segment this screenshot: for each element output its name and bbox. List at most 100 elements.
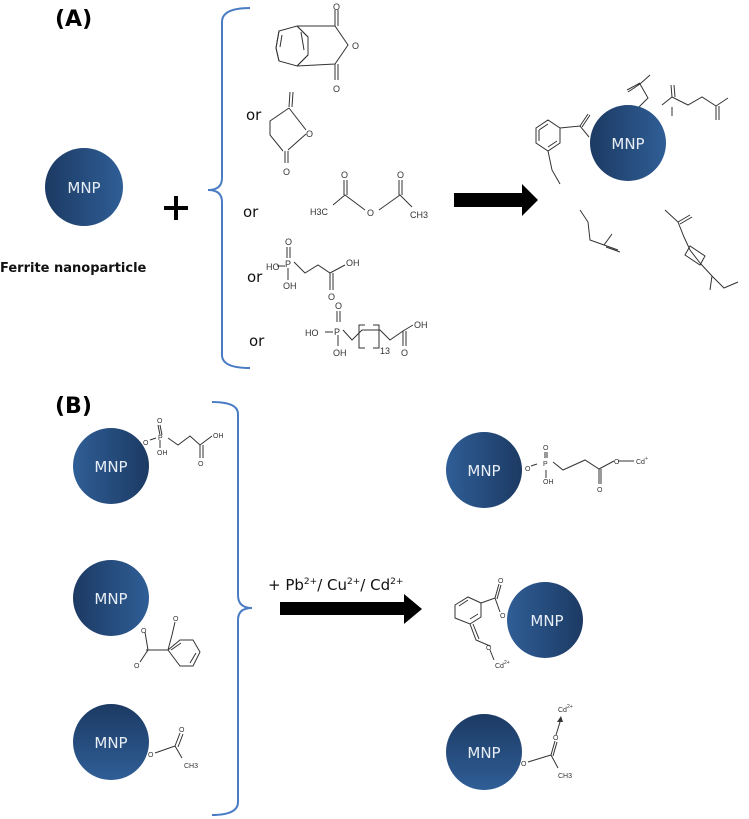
atom-label: O	[486, 645, 492, 652]
reactant-mnp-phthalate: MNP O O O	[73, 560, 201, 670]
atom-label: O	[285, 237, 292, 247]
functionalized-mnp-product: MNP	[535, 74, 739, 291]
atom-label: OH	[283, 281, 297, 291]
reactant-brace	[211, 401, 253, 816]
particle-label: MNP	[94, 734, 127, 752]
particle-caption: Ferrite nanoparticle	[0, 261, 147, 276]
atom-label: O	[352, 41, 359, 51]
atom-label: OH	[213, 433, 224, 440]
reagent-phosphonopropionic-acid: O HO P OH OH O	[266, 237, 360, 302]
atom-label: OH	[157, 450, 168, 457]
or-label: or	[247, 268, 263, 286]
or-label: or	[249, 332, 265, 350]
atom-label: OH	[346, 258, 360, 268]
particle-circle	[590, 105, 666, 181]
or-label: or	[246, 106, 262, 124]
atom-label: O	[141, 628, 147, 635]
atom-label: O	[283, 167, 290, 177]
product-mnp-phthalate-cd: MNP O O O Cd2+	[454, 578, 583, 670]
atom-label: O	[148, 752, 154, 759]
panel-b: (B) MNP O O P OH OH O MNP O O O MNP O	[55, 394, 648, 816]
atom-label: OH	[333, 348, 347, 358]
product-mnp-acetate-cd: MNP O O CH3 Cd2+	[446, 704, 573, 790]
reagent-acetic-anhydride: O O O H3C CH3	[310, 170, 428, 220]
atom-label: O	[335, 301, 342, 311]
or-label: or	[243, 203, 259, 221]
reagent-phosphonohexadecanoic-acid: O HO P OH 13 OH O	[305, 301, 428, 358]
metal-charge: 2+	[567, 704, 573, 710]
atom-label: O	[179, 727, 185, 734]
atom-label: CH3	[410, 210, 428, 220]
atom-label: O	[173, 616, 179, 623]
subscript-label: 13	[380, 346, 390, 356]
atom-label: HO	[266, 262, 280, 272]
atom-label: O	[157, 418, 163, 425]
reagent-part: + Pb	[268, 576, 304, 594]
atom-label: P	[285, 259, 291, 269]
atom-label: O	[521, 761, 527, 768]
atom-label: O	[597, 487, 603, 494]
metal-charge: +	[645, 456, 648, 462]
charge-sup: 2+	[347, 577, 360, 587]
reagent-brace	[207, 7, 251, 369]
atom-label: O	[397, 170, 404, 180]
atom-label: O	[143, 440, 149, 447]
atom-label: O	[328, 292, 335, 302]
atom-label: O	[333, 2, 340, 12]
metal-symbol: Cd	[495, 663, 504, 670]
particle-circle	[45, 148, 123, 226]
panel-a: (A) MNP Ferrite nanoparticle O O O or or…	[0, 2, 739, 369]
reagent-part: / Cu	[317, 576, 347, 594]
particle-circle	[73, 704, 149, 780]
metal-charge: 2+	[504, 660, 510, 666]
particle-label: MNP	[467, 744, 500, 762]
atom-label: HO	[305, 328, 319, 338]
particle-label: MNP	[467, 462, 500, 480]
arrow-right-icon	[280, 594, 422, 624]
reagent-text: + Pb2+/ Cu2+/ Cd2+	[268, 576, 403, 594]
plus-icon	[164, 196, 188, 220]
atom-label: O	[198, 461, 204, 468]
reactant-mnp-phosphonate: MNP O O P OH OH O	[73, 418, 224, 504]
product-mnp-phosphonate-cd: MNP O O P OH O O Cd+	[446, 432, 648, 508]
atom-label: CH3	[558, 773, 572, 780]
atom-label: H3C	[310, 207, 329, 217]
particle-label: MNP	[94, 590, 127, 608]
particle-label: MNP	[67, 179, 100, 197]
atom-label: O	[498, 578, 504, 585]
atom-label: O	[134, 663, 140, 670]
metal-ions-reagent: + Pb2+/ Cu2+/ Cd2+	[268, 576, 403, 594]
atom-label: O	[553, 735, 559, 742]
atom-label: O	[367, 208, 374, 218]
atom-label: O	[401, 348, 408, 358]
atom-label: P	[543, 461, 548, 468]
panel-b-label: (B)	[55, 394, 92, 419]
particle-circle	[446, 714, 522, 790]
metal-label: Cd2+	[495, 660, 510, 670]
atom-label: P	[334, 327, 340, 337]
metal-symbol: Cd	[636, 459, 645, 466]
particle-circle	[507, 582, 583, 658]
particle-label: MNP	[611, 135, 644, 153]
reagent-succinic-anhydride: O O	[269, 91, 313, 177]
metal-label: Cd2+	[558, 704, 573, 714]
atom-label: O	[333, 84, 340, 94]
charge-sup: 2+	[304, 577, 317, 587]
particle-label: MNP	[530, 612, 563, 630]
metal-label: Cd+	[636, 456, 648, 466]
particle-circle	[73, 560, 149, 636]
atom-label: OH	[543, 479, 554, 486]
metal-symbol: Cd	[558, 707, 567, 714]
particle-label: MNP	[94, 458, 127, 476]
atom-label: CH3	[184, 763, 198, 770]
atom-label: O	[614, 459, 620, 466]
atom-label: OH	[414, 320, 428, 330]
atom-label: O	[306, 129, 313, 139]
mnp-particle: MNP	[45, 148, 123, 226]
panel-a-label: (A)	[55, 7, 92, 32]
particle-circle	[446, 432, 522, 508]
particle-circle	[73, 428, 149, 504]
reagent-part: / Cd	[360, 576, 390, 594]
atom-label: O	[500, 613, 506, 620]
